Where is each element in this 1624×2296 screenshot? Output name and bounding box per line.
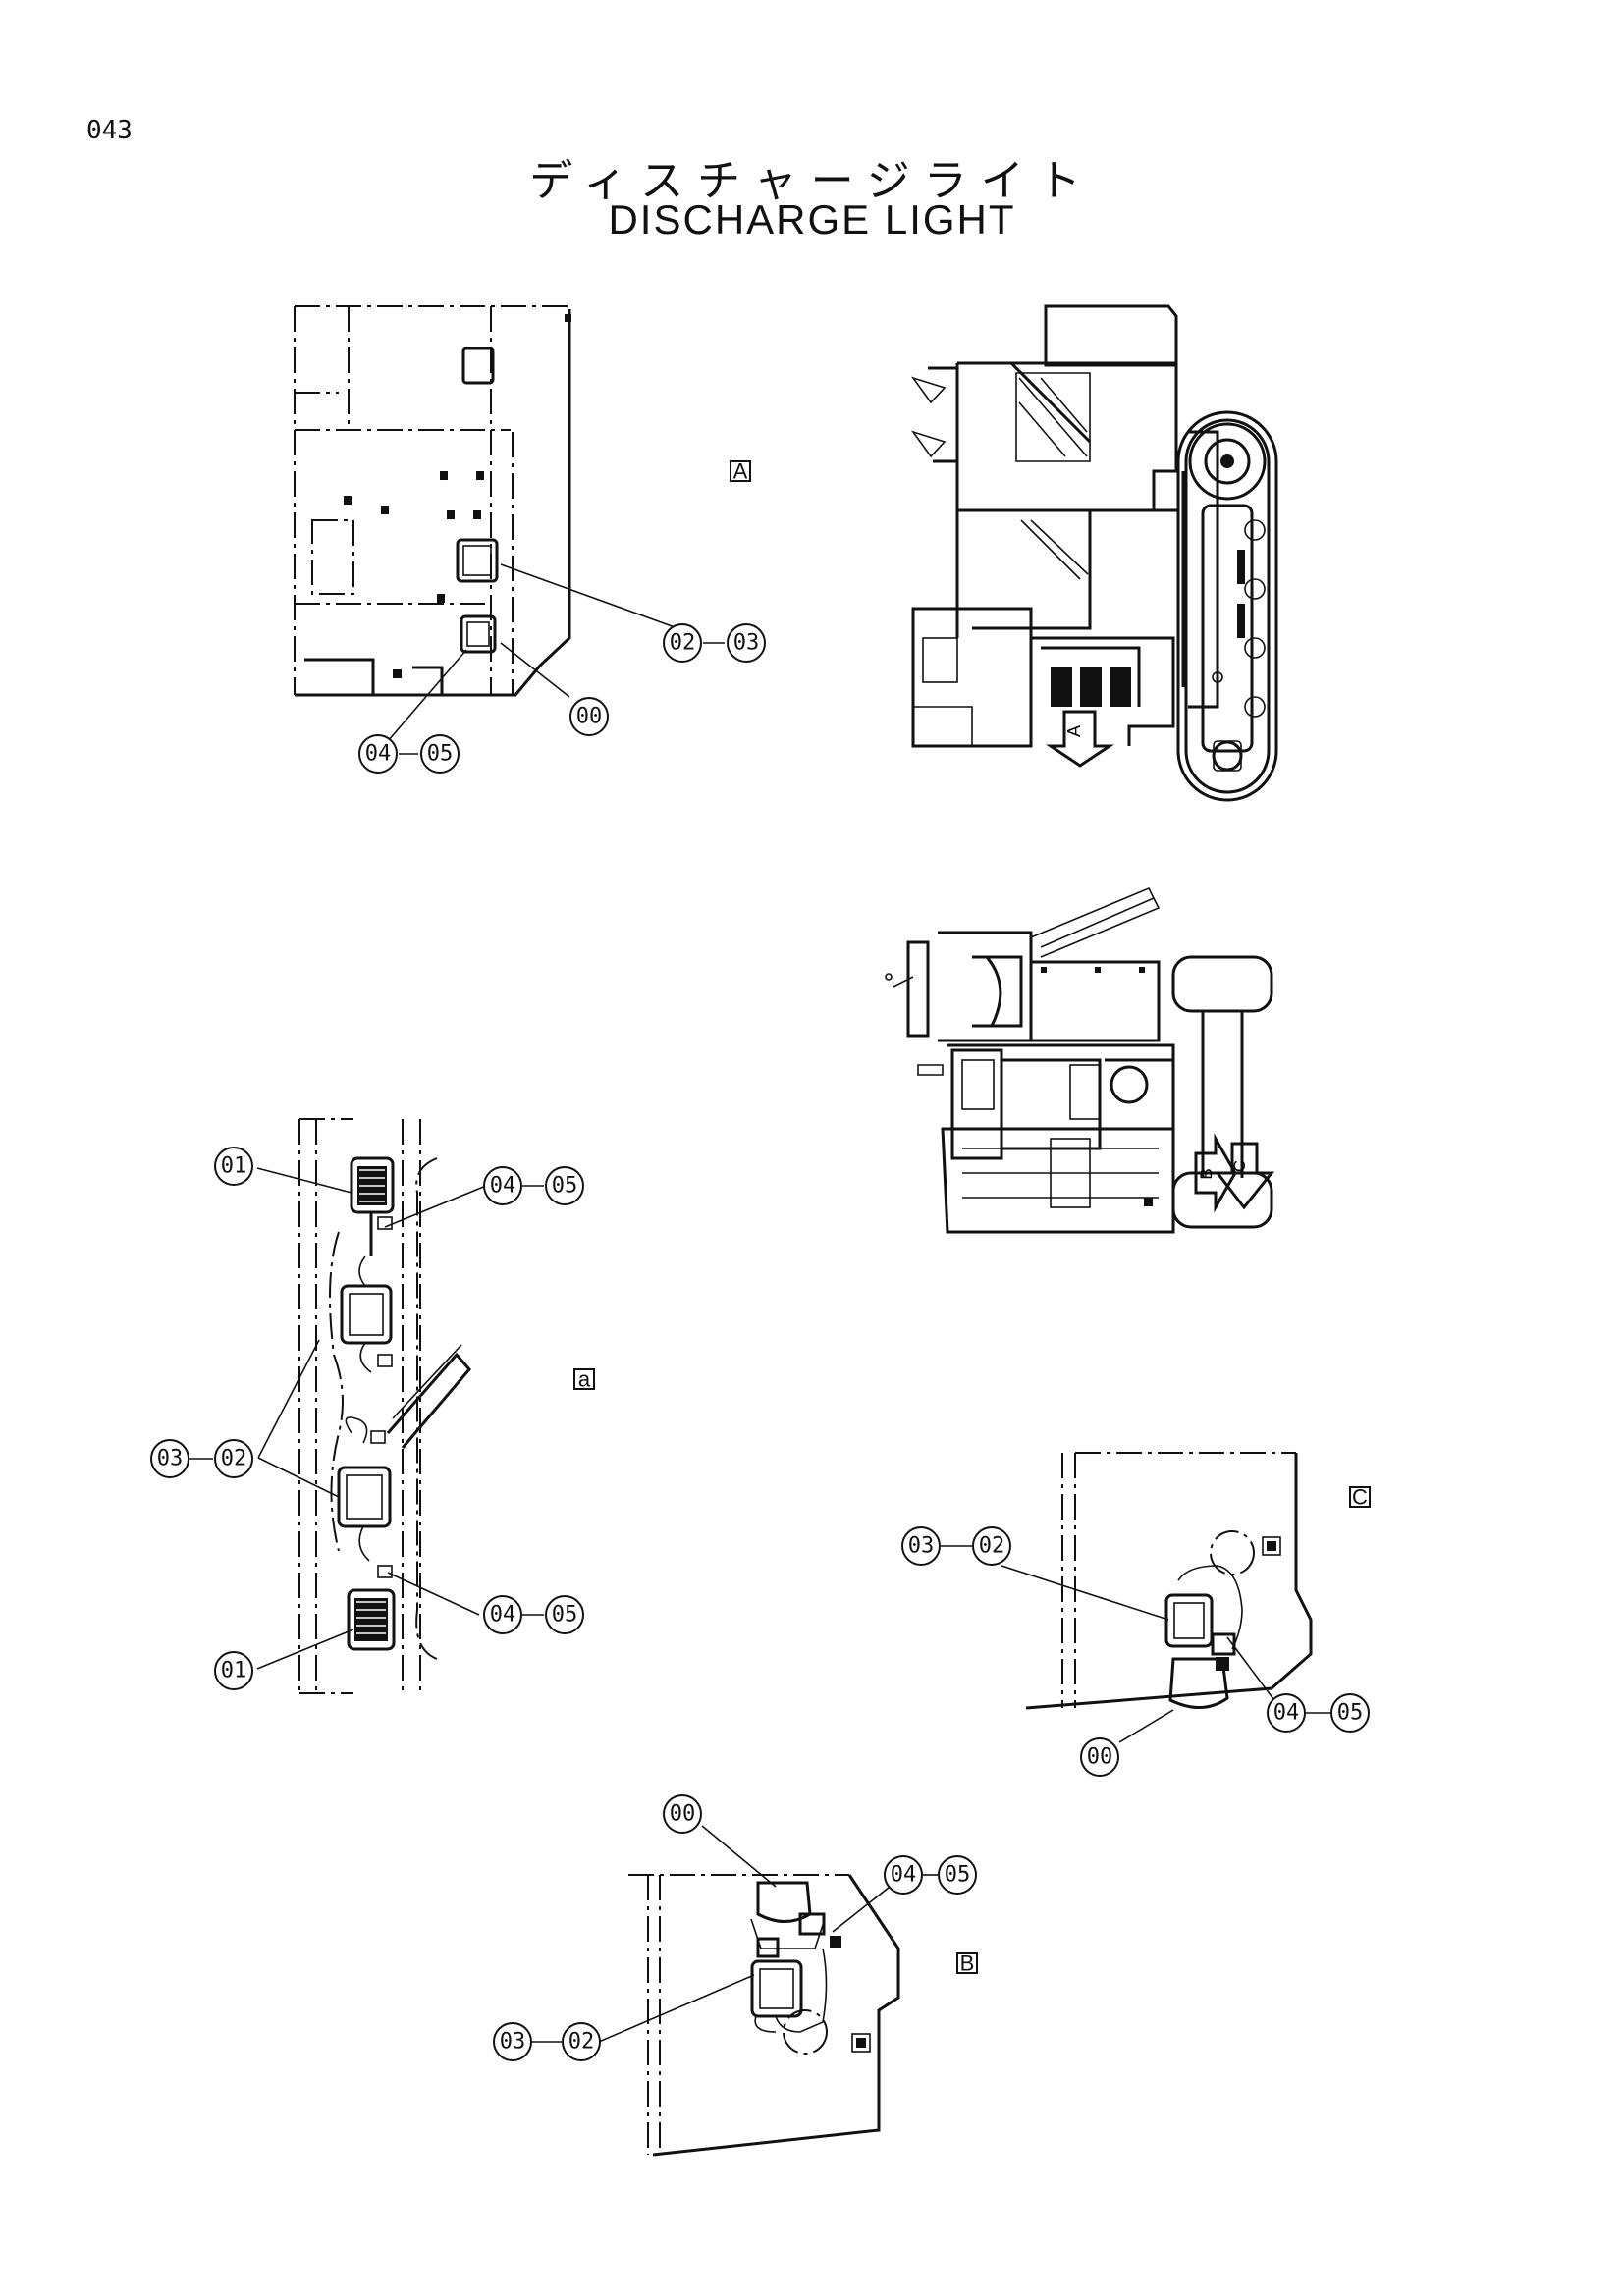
svg-text:00: 00 — [670, 1802, 696, 1827]
svg-text:05: 05 — [552, 1174, 578, 1199]
machine-rear-view: B C — [885, 886, 1275, 1234]
view-a-lamp-strip: a — [256, 1118, 595, 1694]
callout-group-view-c: 03 02 04 05 00 — [901, 1526, 1370, 1777]
svg-text:04: 04 — [365, 742, 392, 767]
view-a-top-drawing: A — [294, 305, 751, 742]
svg-text:02: 02 — [221, 1447, 247, 1471]
view-c-drawing: C — [1001, 1452, 1371, 1743]
callout-group-view-a-top: 02 03 00 04 05 — [358, 623, 766, 774]
callout-group-view-a-lower: 01 04 05 03 02 04 05 01 — [150, 1147, 584, 1690]
svg-text:04: 04 — [891, 1863, 917, 1888]
svg-text:05: 05 — [945, 1863, 971, 1888]
svg-text:03: 03 — [908, 1534, 935, 1559]
svg-text:01: 01 — [221, 1154, 247, 1179]
machine-top-view: A — [910, 304, 1278, 802]
view-label-b: B — [956, 1951, 978, 1976]
svg-text:05: 05 — [427, 742, 454, 767]
svg-text:03: 03 — [733, 631, 760, 656]
svg-text:00: 00 — [1087, 1745, 1113, 1770]
svg-text:A: A — [733, 459, 748, 484]
svg-text:05: 05 — [552, 1603, 578, 1628]
svg-text:04: 04 — [490, 1174, 516, 1199]
svg-text:01: 01 — [221, 1659, 247, 1683]
view-label-a-lower: a — [573, 1367, 595, 1392]
svg-text:00: 00 — [576, 705, 603, 729]
view-b-drawing: B — [598, 1825, 978, 2157]
view-label-c: C — [1349, 1485, 1371, 1510]
machine-arrow-a-label: A — [1064, 725, 1084, 737]
title-japanese: ディスチャージライト — [529, 156, 1095, 206]
svg-text:05: 05 — [1337, 1701, 1364, 1726]
page-number: 043 — [86, 116, 133, 145]
svg-text:02: 02 — [979, 1534, 1005, 1559]
svg-text:C: C — [1352, 1485, 1368, 1510]
machine-arrow-c-label: C — [1230, 1160, 1249, 1172]
svg-text:03: 03 — [500, 2030, 526, 2055]
title-english: DISCHARGE LIGHT — [608, 196, 1016, 242]
svg-text:04: 04 — [1273, 1701, 1300, 1726]
svg-text:04: 04 — [490, 1603, 516, 1628]
svg-text:B: B — [960, 1951, 975, 1976]
machine-arrow-b-label: B — [1197, 1168, 1216, 1179]
view-label-a-upper: A — [730, 459, 751, 484]
callout-group-view-b: 00 04 05 03 02 — [493, 1794, 977, 2061]
svg-text:02: 02 — [568, 2030, 595, 2055]
svg-text:03: 03 — [157, 1447, 184, 1471]
svg-text:a: a — [578, 1367, 591, 1392]
svg-text:02: 02 — [670, 631, 696, 656]
